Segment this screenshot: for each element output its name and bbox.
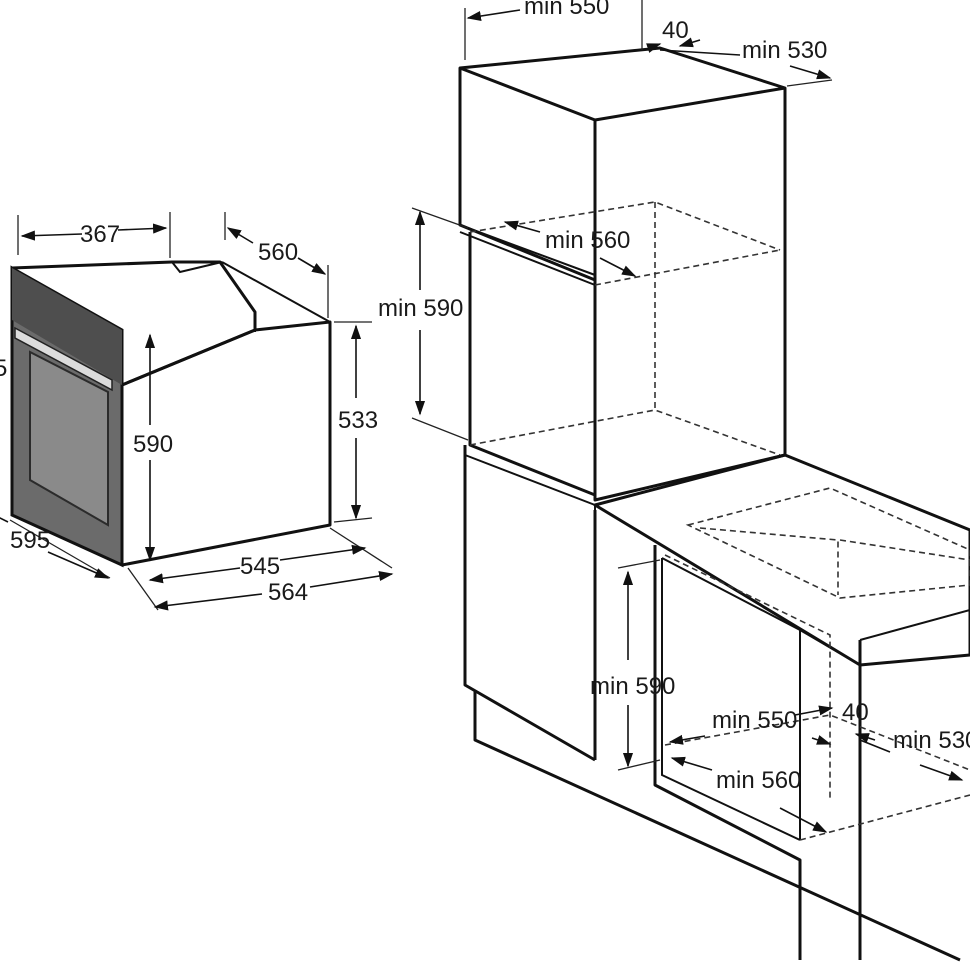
oven-dim-560: 560 [258,239,298,266]
tall-dim-min-590: min 590 [378,295,463,322]
top-dim-min-530: min 530 [742,37,827,64]
oven-dim-590: 590 [133,431,173,458]
undercounter-dim-min-530: min 530 [893,727,970,754]
undercounter-dim-min-590: min 590 [590,673,675,700]
oven-dim-533: 533 [338,407,378,434]
oven-dim-545: 545 [240,553,280,580]
top-dim-min-550: min 550 [524,0,609,20]
undercounter-drawing: min 590 min 550 40 min 530 min 560 [590,453,970,960]
oven-handle [14,326,113,392]
niche-dim-min-560: min 560 [545,227,630,254]
tall-cabinet-drawing: min 550 40 min 530 min 560 min 590 [378,0,961,962]
undercounter-dim-40: 40 [842,699,869,726]
oven-door-window [29,350,109,527]
top-dim-40: 40 [662,17,689,44]
oven-dim-564: 564 [268,579,308,606]
undercounter-dim-min-550: min 550 [712,707,797,734]
oven-drawing: 367 560 590 533 545 564 595 5 [0,212,394,611]
oven-dim-left-cut: 5 [0,355,7,382]
oven-dim-367: 367 [80,221,120,248]
oven-dim-595: 595 [10,527,50,554]
undercounter-dim-min-560: min 560 [716,767,801,794]
